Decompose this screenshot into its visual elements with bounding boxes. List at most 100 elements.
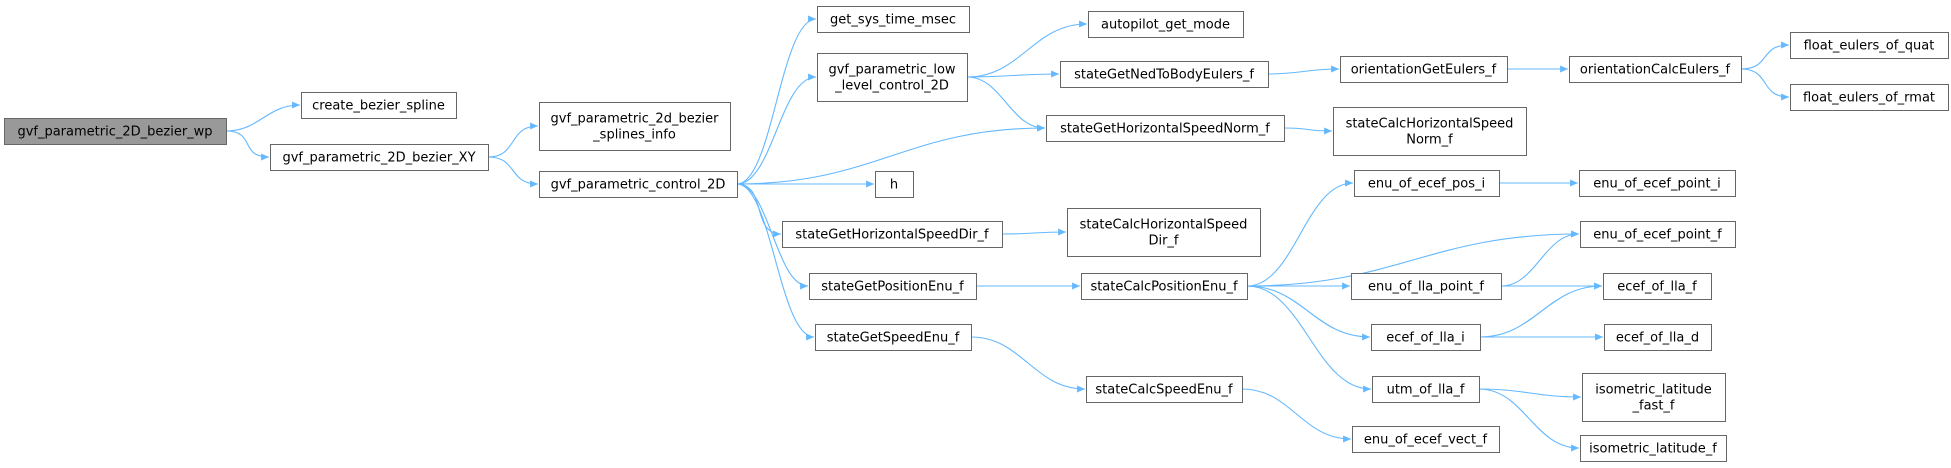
edge-utm-of-lla-f-to-isometric-latitude-fast-f	[1478, 388, 1582, 401]
node-statecalcpositionenu-f[interactable]: stateCalcPositionEnu_f	[1081, 273, 1248, 300]
edges-layer	[225, 15, 1790, 452]
node-box	[817, 6, 970, 33]
edge-control-2d-to-low-level-control-2d	[736, 73, 817, 185]
node-box	[1081, 273, 1248, 300]
node-ecef-of-lla-d[interactable]: ecef_of_lla_d	[1604, 324, 1712, 351]
node-box	[1579, 170, 1736, 197]
node-label: stateGetNedToBodyEulers_f	[1074, 68, 1254, 83]
node-label: _fast_f	[1632, 399, 1675, 414]
node-box	[1790, 84, 1949, 111]
edge-stategethorizontalspeednorm-f-to-statecalchorizontalspeednorm-f	[1283, 127, 1333, 135]
node-box	[1060, 61, 1269, 88]
node-box	[1580, 221, 1736, 248]
node-label: get_sys_time_msec	[830, 13, 956, 28]
node-low-level-control-2d[interactable]: gvf_parametric_low_level_control_2D	[817, 53, 968, 102]
edge-stategethorizontalspeeddir-f-to-statecalchorizontalspeeddir-f	[1001, 228, 1067, 236]
node-label: gvf_parametric_low	[828, 63, 955, 78]
edge-bezier-xy-to-control-2d	[487, 156, 539, 188]
node-box	[817, 53, 968, 102]
node-box	[301, 92, 457, 119]
node-box	[1086, 376, 1243, 403]
node-orientationcalceulers-f[interactable]: orientationCalcEulers_f	[1569, 56, 1742, 83]
node-stategetnedtobodyeulers-f[interactable]: stateGetNedToBodyEulers_f	[1060, 61, 1269, 88]
node-label: _level_control_2D	[834, 79, 949, 94]
node-label: autopilot_get_mode	[1101, 18, 1230, 33]
node-utm-of-lla-f[interactable]: utm_of_lla_f	[1372, 376, 1480, 403]
node-autopilot-get-mode[interactable]: autopilot_get_mode	[1088, 11, 1244, 38]
node-label: enu_of_ecef_point_f	[1593, 228, 1722, 243]
node-label: stateGetHorizontalSpeedDir_f	[795, 228, 989, 243]
node-label: h	[890, 178, 898, 193]
node-create-bezier-spline[interactable]: create_bezier_spline	[301, 92, 457, 119]
node-ecef-of-lla-i[interactable]: ecef_of_lla_i	[1371, 324, 1481, 351]
node-orientationgeteulers-f[interactable]: orientationGetEulers_f	[1340, 56, 1508, 83]
node-ecef-of-lla-f[interactable]: ecef_of_lla_f	[1603, 273, 1712, 300]
node-stategethorizontalspeednorm-f[interactable]: stateGetHorizontalSpeedNorm_f	[1046, 115, 1285, 142]
node-box	[782, 221, 1003, 248]
node-bezier-xy[interactable]: gvf_parametric_2D_bezier_XY	[270, 144, 489, 171]
node-box	[4, 118, 227, 145]
node-splines-info[interactable]: gvf_parametric_2d_bezier_splines_info	[539, 102, 731, 151]
node-label: ecef_of_lla_f	[1617, 280, 1697, 295]
node-label: stateCalcHorizontalSpeed	[1346, 117, 1514, 132]
node-label: enu_of_ecef_pos_i	[1368, 177, 1485, 192]
node-enu-of-ecef-vect-f[interactable]: enu_of_ecef_vect_f	[1352, 426, 1500, 453]
node-box	[1372, 376, 1480, 403]
node-get-sys-time-msec[interactable]: get_sys_time_msec	[817, 6, 970, 33]
node-label: stateGetPositionEnu_f	[821, 280, 964, 295]
edge-statecalcspeedenu-f-to-enu-of-ecef-vect-f	[1241, 388, 1352, 443]
node-label: ecef_of_lla_i	[1386, 331, 1465, 346]
node-box	[1340, 56, 1508, 83]
edge-root-to-create-bezier-spline	[225, 101, 301, 132]
edge-root-to-bezier-xy	[225, 130, 270, 161]
node-label: _splines_info	[592, 128, 676, 143]
node-isometric-latitude-fast-f[interactable]: isometric_latitude_fast_f	[1582, 373, 1726, 422]
node-label: stateCalcHorizontalSpeed	[1080, 218, 1248, 233]
node-h[interactable]: h	[875, 171, 914, 198]
node-root[interactable]: gvf_parametric_2D_bezier_wp	[4, 118, 227, 145]
node-stategetpositionenu-f[interactable]: stateGetPositionEnu_f	[809, 273, 977, 300]
edge-statecalcpositionenu-f-to-ecef-of-lla-i	[1246, 285, 1371, 341]
node-float-eulers-of-quat[interactable]: float_eulers_of_quat	[1790, 32, 1949, 59]
node-box	[1371, 324, 1481, 351]
node-label: create_bezier_spline	[312, 99, 445, 114]
node-enu-of-ecef-point-i[interactable]: enu_of_ecef_point_i	[1579, 170, 1736, 197]
node-control-2d[interactable]: gvf_parametric_control_2D	[539, 171, 738, 198]
node-statecalcspeedenu-f[interactable]: stateCalcSpeedEnu_f	[1086, 376, 1243, 403]
node-label: enu_of_lla_point_f	[1368, 280, 1484, 295]
node-box	[539, 102, 731, 151]
node-box	[1603, 273, 1712, 300]
node-enu-of-ecef-pos-i[interactable]: enu_of_ecef_pos_i	[1354, 170, 1500, 197]
edge-control-2d-to-stategetspeedenu-f	[736, 183, 815, 341]
node-box	[1582, 373, 1726, 422]
node-box	[815, 324, 972, 351]
node-label: enu_of_ecef_vect_f	[1364, 433, 1488, 448]
node-float-eulers-of-rmat[interactable]: float_eulers_of_rmat	[1790, 84, 1949, 111]
node-isometric-latitude-f[interactable]: isometric_latitude_f	[1580, 435, 1727, 462]
node-label: gvf_parametric_control_2D	[551, 178, 726, 193]
edge-stategetspeedenu-f-to-statecalcspeedenu-f	[970, 336, 1086, 393]
edge-control-2d-to-get-sys-time-msec	[736, 15, 817, 185]
node-box	[1354, 170, 1500, 197]
node-box	[809, 273, 977, 300]
edge-low-level-control-2d-to-stategethorizontalspeednorm-f	[966, 76, 1046, 132]
node-stategethorizontalspeeddir-f[interactable]: stateGetHorizontalSpeedDir_f	[782, 221, 1003, 248]
edge-low-level-control-2d-to-autopilot-get-mode	[966, 20, 1088, 78]
node-box	[1351, 273, 1502, 300]
node-box	[1580, 435, 1727, 462]
edge-orientationcalceulers-f-to-float-eulers-of-rmat	[1740, 68, 1790, 101]
node-box	[1604, 324, 1712, 351]
node-box	[1790, 32, 1949, 59]
node-enu-of-lla-point-f[interactable]: enu_of_lla_point_f	[1351, 273, 1502, 300]
node-stategetspeedenu-f[interactable]: stateGetSpeedEnu_f	[815, 324, 972, 351]
edge-low-level-control-2d-to-stategetnedtobodyeulers-f	[966, 70, 1060, 78]
node-label: gvf_parametric_2D_bezier_XY	[282, 151, 475, 166]
node-label: isometric_latitude	[1595, 383, 1712, 398]
node-label: stateGetSpeedEnu_f	[827, 331, 960, 346]
node-box	[1352, 426, 1500, 453]
nodes-layer: gvf_parametric_2D_bezier_wp create_bezier…	[4, 6, 1949, 462]
node-enu-of-ecef-point-f[interactable]: enu_of_ecef_point_f	[1580, 221, 1736, 248]
